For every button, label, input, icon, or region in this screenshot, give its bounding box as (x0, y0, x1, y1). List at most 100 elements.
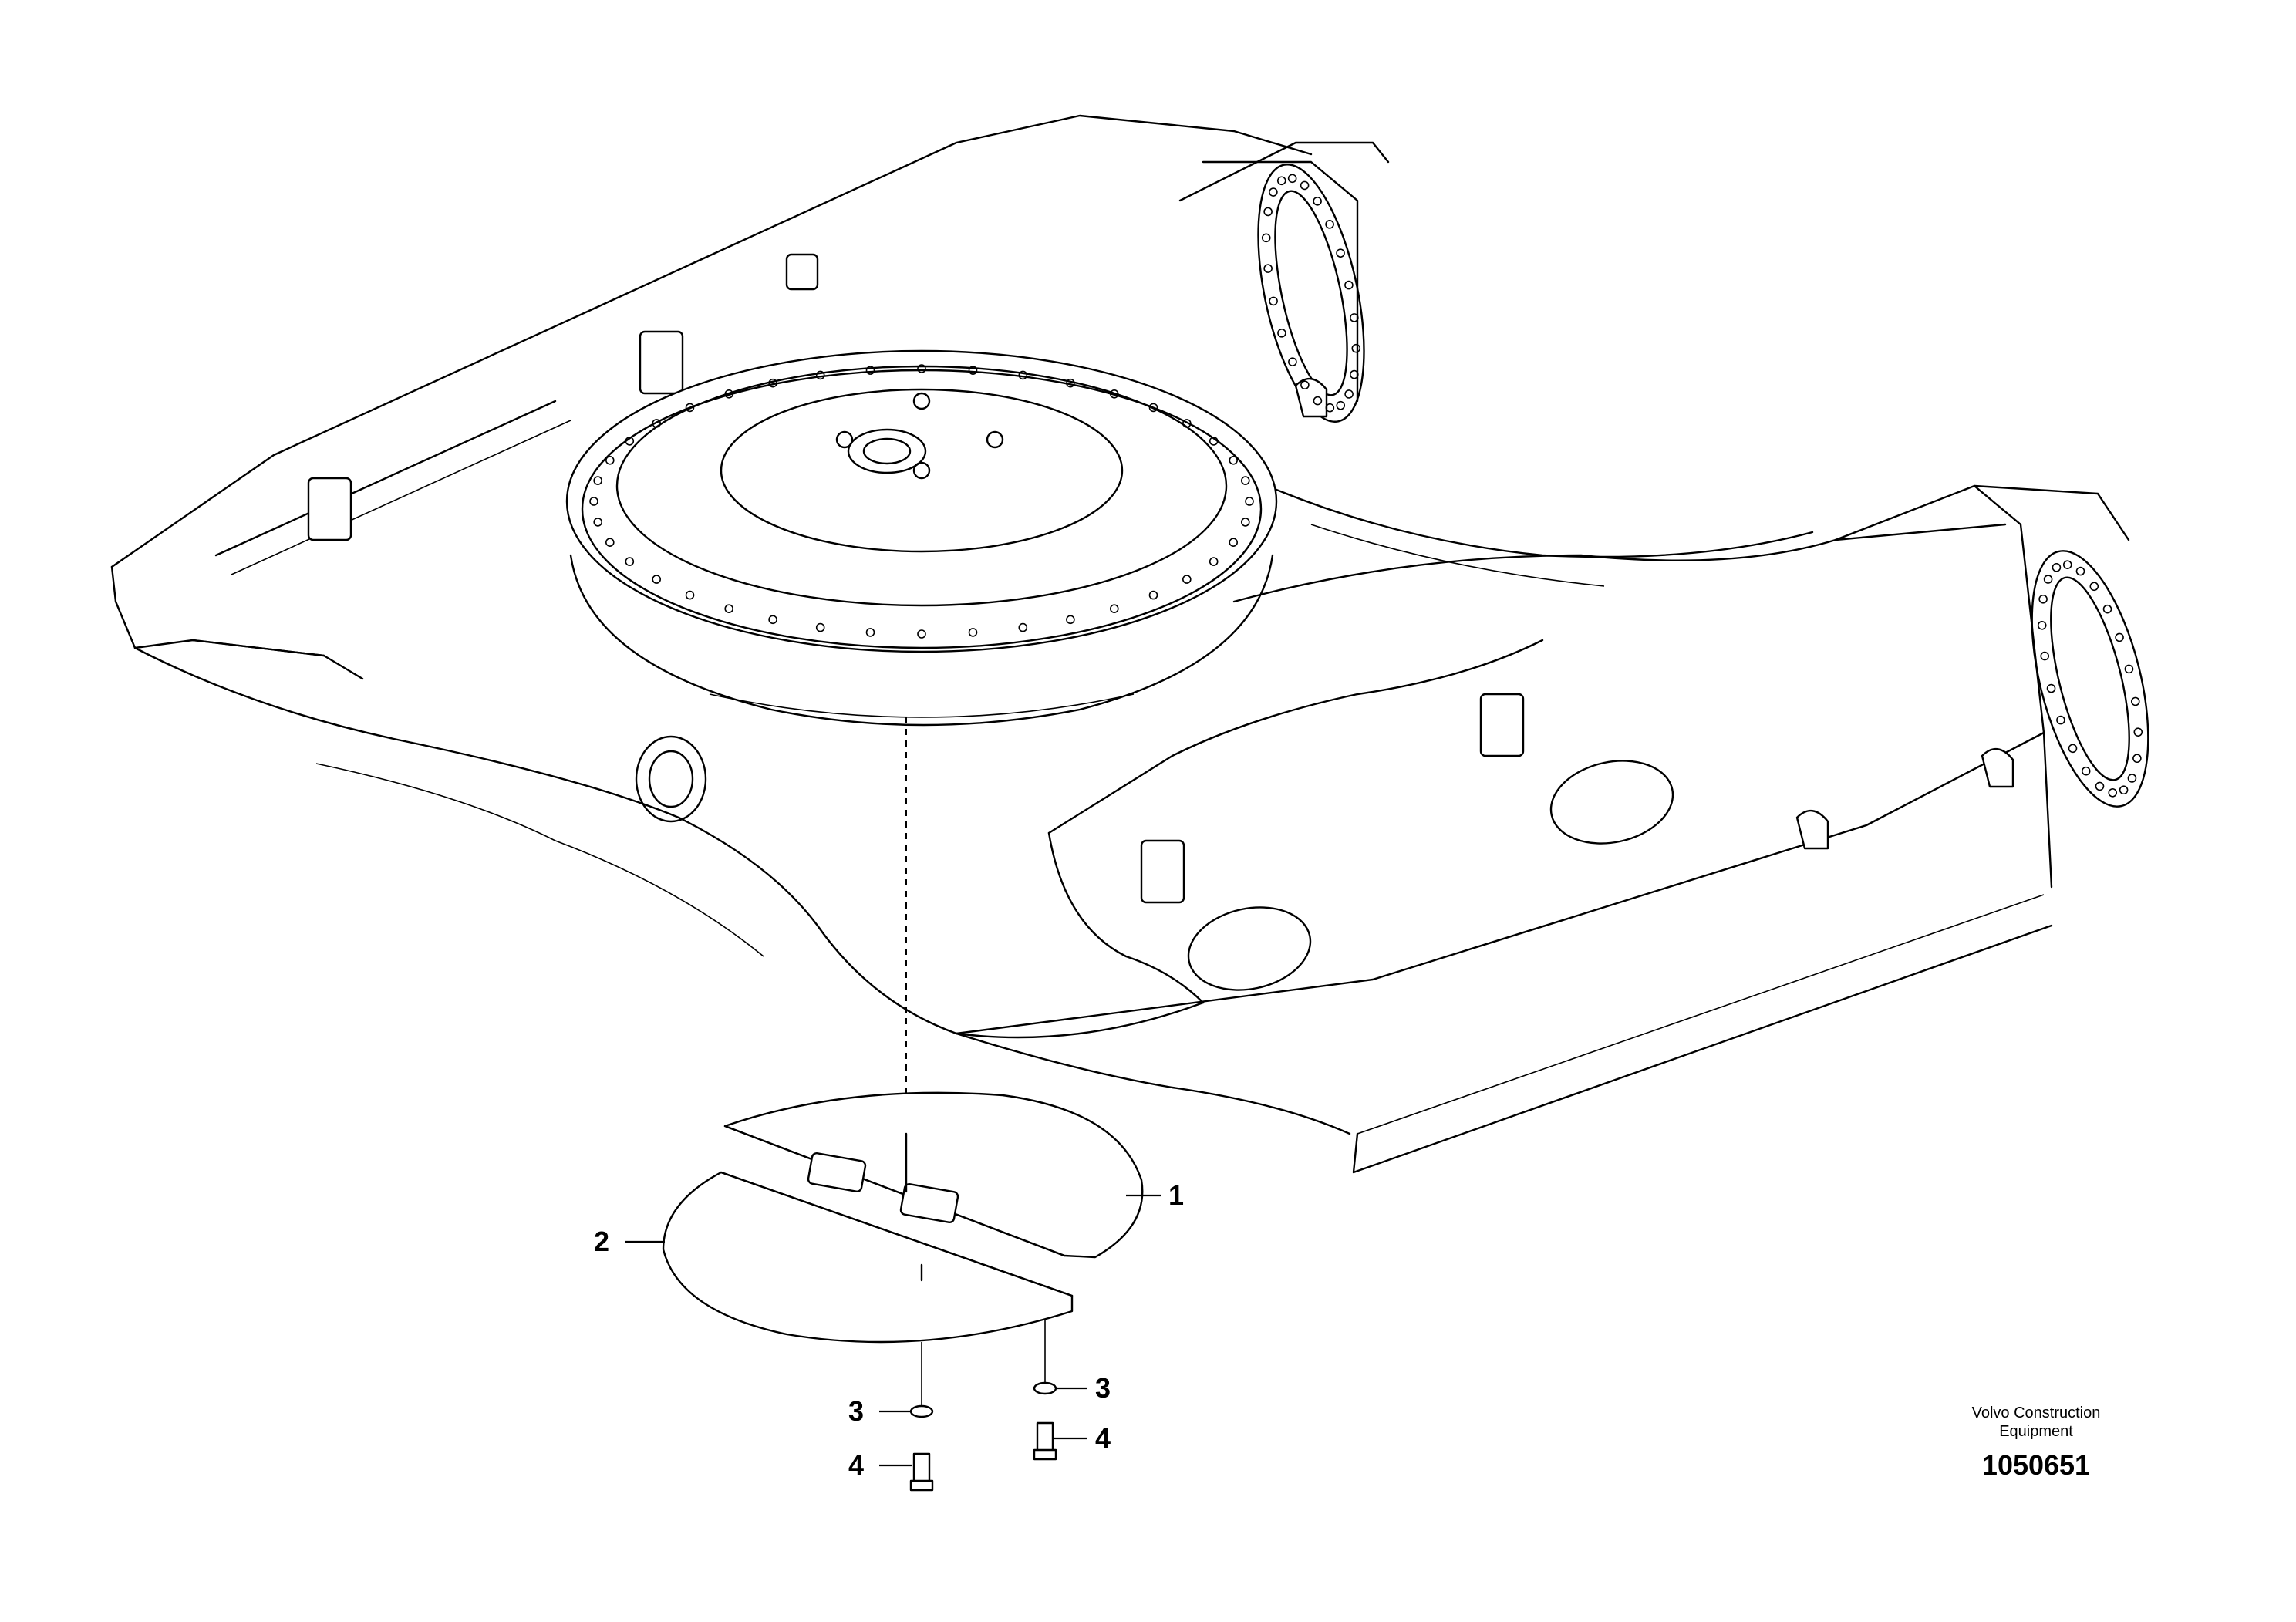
bolt-hole (1261, 233, 1271, 243)
callout-part-2: 2 (594, 1226, 609, 1257)
bolt-hole (2132, 754, 2142, 764)
bolt-hole (2133, 727, 2143, 737)
bolt-hole (1148, 403, 1158, 413)
bolt-hole (2037, 621, 2047, 630)
bolt-hole (1350, 369, 1359, 379)
bolt-hole (1245, 497, 1254, 506)
bolt-hole (1336, 248, 1345, 258)
bolt-hole (593, 518, 603, 527)
bolt-hole (815, 622, 825, 632)
bolt-hole (2043, 575, 2053, 584)
bolt-hole (1182, 575, 1192, 584)
bolt-hole (1276, 176, 1286, 186)
bolt-hole (1325, 403, 1335, 413)
bolt-hole (1269, 296, 1278, 306)
bolt-hole (1241, 518, 1250, 527)
bolt-hole (1229, 538, 1238, 548)
bolt-hole (2119, 785, 2129, 795)
bolt-icon (909, 1421, 1057, 1492)
bolt-hole (2124, 664, 2134, 674)
bolt-hole (1110, 389, 1119, 399)
cover-plate-1 (723, 1091, 1144, 1259)
bolt-hole (685, 403, 695, 413)
bolt-hole (1313, 197, 1322, 206)
bolt-hole (1263, 264, 1273, 273)
bolt-hole (724, 604, 734, 614)
bolt-hole (1344, 389, 1354, 399)
bolt-hole (2081, 766, 2091, 776)
bolt-hole (865, 366, 875, 375)
bolt-hole (2102, 604, 2112, 614)
bolt-hole (1066, 378, 1075, 388)
callout-part-3-right: 3 (1095, 1372, 1111, 1404)
bolt-hole (1263, 207, 1273, 217)
bolt-hole (2046, 683, 2056, 693)
slewing-ring-bolt-holes (589, 364, 1254, 639)
bolt-hole (1182, 419, 1192, 428)
bolt-hole (2095, 781, 2105, 791)
bolt-hole (1209, 557, 1219, 566)
bolt-hole (2089, 582, 2099, 592)
publisher-line-1: Volvo Construction (1972, 1404, 2101, 1421)
bolt-hole (652, 575, 662, 584)
bolt-hole (685, 590, 695, 600)
cover-plate-2 (662, 1171, 1074, 1344)
bolt-hole (1288, 357, 1297, 366)
bolt-hole (1148, 590, 1158, 600)
bolt-hole (2075, 566, 2085, 576)
bolt-hole (605, 538, 615, 548)
bolt-hole (724, 389, 734, 399)
housing-bolt-holes (2037, 560, 2143, 798)
bolt-hole (652, 419, 662, 428)
bolt-hole (2052, 562, 2062, 572)
bolt-hole (1300, 380, 1310, 389)
publisher-line-2: Equipment (1999, 1423, 2073, 1440)
bolt-hole (968, 628, 978, 637)
bolt-hole (2068, 744, 2078, 754)
callout-part-4-right: 4 (1095, 1422, 1111, 1454)
bolt-hole (1287, 174, 1297, 184)
bolt-hole (1229, 455, 1238, 465)
bolt-hole (1241, 476, 1250, 485)
housing-bolt-holes (1261, 174, 1361, 413)
bolt-hole (968, 366, 978, 375)
bolt-hole (2062, 560, 2072, 569)
bolt-hole (1325, 220, 1334, 229)
reference-number: 1050651 (1982, 1449, 2090, 1481)
bolt-hole (593, 476, 603, 485)
bolt-hole (1351, 343, 1361, 353)
bolt-hole (1300, 180, 1310, 191)
bolt-hole (917, 364, 926, 373)
bolt-hole (2056, 715, 2065, 725)
bolt-hole (625, 557, 635, 566)
bolt-hole (2127, 774, 2137, 783)
bolt-hole (605, 455, 615, 465)
bolt-hole (1018, 622, 1028, 632)
bolt-hole (865, 628, 875, 637)
bolt-hole (625, 437, 635, 446)
bolt-hole (2130, 696, 2140, 706)
bolt-hole (1269, 187, 1278, 197)
bolt-hole (1018, 370, 1028, 380)
bolt-hole (917, 629, 926, 639)
callout-part-4-left: 4 (848, 1449, 864, 1481)
bolt-hole (768, 615, 777, 625)
bolt-hole (1350, 313, 1359, 322)
bolt-hole (2038, 594, 2048, 604)
bolt-hole (1277, 329, 1286, 338)
bolt-hole (2115, 632, 2124, 642)
bolt-hole (589, 497, 598, 506)
bolt-hole (1336, 400, 1346, 410)
bolt-hole (1209, 437, 1219, 446)
washer-icon (909, 1381, 1057, 1418)
bolt-hole (1344, 280, 1354, 290)
bolt-hole (1313, 396, 1323, 406)
undercarriage-frame (110, 114, 2149, 1174)
bolt-hole (768, 378, 777, 388)
bolt-hole (2108, 788, 2118, 798)
bolt-hole (2040, 651, 2050, 661)
bolt-hole (1110, 604, 1119, 614)
bolt-hole (815, 370, 825, 380)
bolt-hole (1066, 615, 1075, 625)
